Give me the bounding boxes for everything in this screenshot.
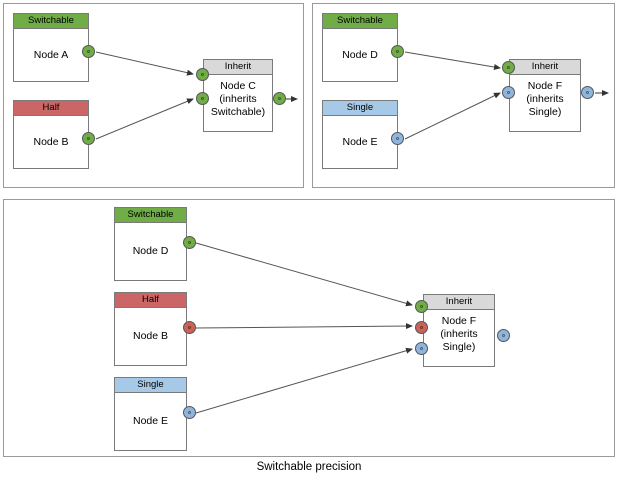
node-a-header: Switchable [14,14,88,29]
port-node-f-bottom-output[interactable] [497,329,510,342]
port-node-e-output[interactable] [391,132,404,145]
figure-caption: Switchable precision [256,461,362,473]
port-node-f-bottom-input-1[interactable] [415,300,428,313]
node-a-label: Node A [33,48,69,61]
node-f[interactable]: Inherit Node F (inherits Single) [509,59,581,132]
port-node-d-output[interactable] [391,45,404,58]
port-node-f-output[interactable] [581,86,594,99]
node-c-header: Inherit [204,60,272,75]
node-a[interactable]: Switchable Node A [13,13,89,82]
port-node-c-output[interactable] [273,92,286,105]
node-f-bottom-header: Inherit [424,295,494,310]
panel-switchable-inherits-switchable: Switchable Node A Half Node B Inherit No… [3,3,304,188]
node-b-header: Half [14,101,88,116]
node-f-bottom-label: Node F (inherits Single) [440,315,478,353]
port-node-c-input-1[interactable] [196,68,209,81]
node-c[interactable]: Inherit Node C (inherits Switchable) [203,59,273,132]
node-b-bottom-label: Node B [132,330,169,342]
port-node-f-input-1[interactable] [502,61,515,74]
node-e-header: Single [323,101,397,116]
node-f-header: Inherit [510,60,580,75]
port-node-a-output[interactable] [82,45,95,58]
port-node-b-bottom-output[interactable] [183,321,196,334]
node-e-label: Node E [342,135,378,148]
node-e-bottom-header: Single [115,378,186,393]
port-node-f-bottom-input-2[interactable] [415,321,428,334]
node-b[interactable]: Half Node B [13,100,89,169]
node-b-bottom[interactable]: Half Node B [114,292,187,366]
node-d-header: Switchable [323,14,397,29]
node-d-bottom[interactable]: Switchable Node D [114,207,187,281]
port-node-c-input-2[interactable] [196,92,209,105]
node-e-bottom-label: Node E [132,415,169,427]
port-node-b-output[interactable] [82,132,95,145]
port-node-d-bottom-output[interactable] [183,236,196,249]
port-node-f-bottom-input-3[interactable] [415,342,428,355]
node-e-bottom[interactable]: Single Node E [114,377,187,451]
port-node-f-input-2[interactable] [502,86,515,99]
node-c-label: Node C (inherits Switchable) [210,80,266,118]
node-d-bottom-header: Switchable [115,208,186,223]
node-d[interactable]: Switchable Node D [322,13,398,82]
node-d-label: Node D [342,48,378,61]
node-f-label: Node F (inherits Single) [526,80,564,118]
port-node-e-bottom-output[interactable] [183,406,196,419]
node-b-label: Node B [33,135,69,148]
node-e[interactable]: Single Node E [322,100,398,169]
panel-three-inputs-inherits-single: Switchable Node D Half Node B Single Nod… [3,199,615,457]
node-b-bottom-header: Half [115,293,186,308]
panel-switchable-single-inherits-single: Switchable Node D Single Node E Inherit … [312,3,615,188]
node-f-bottom[interactable]: Inherit Node F (inherits Single) [423,294,495,367]
node-d-bottom-label: Node D [132,245,169,257]
